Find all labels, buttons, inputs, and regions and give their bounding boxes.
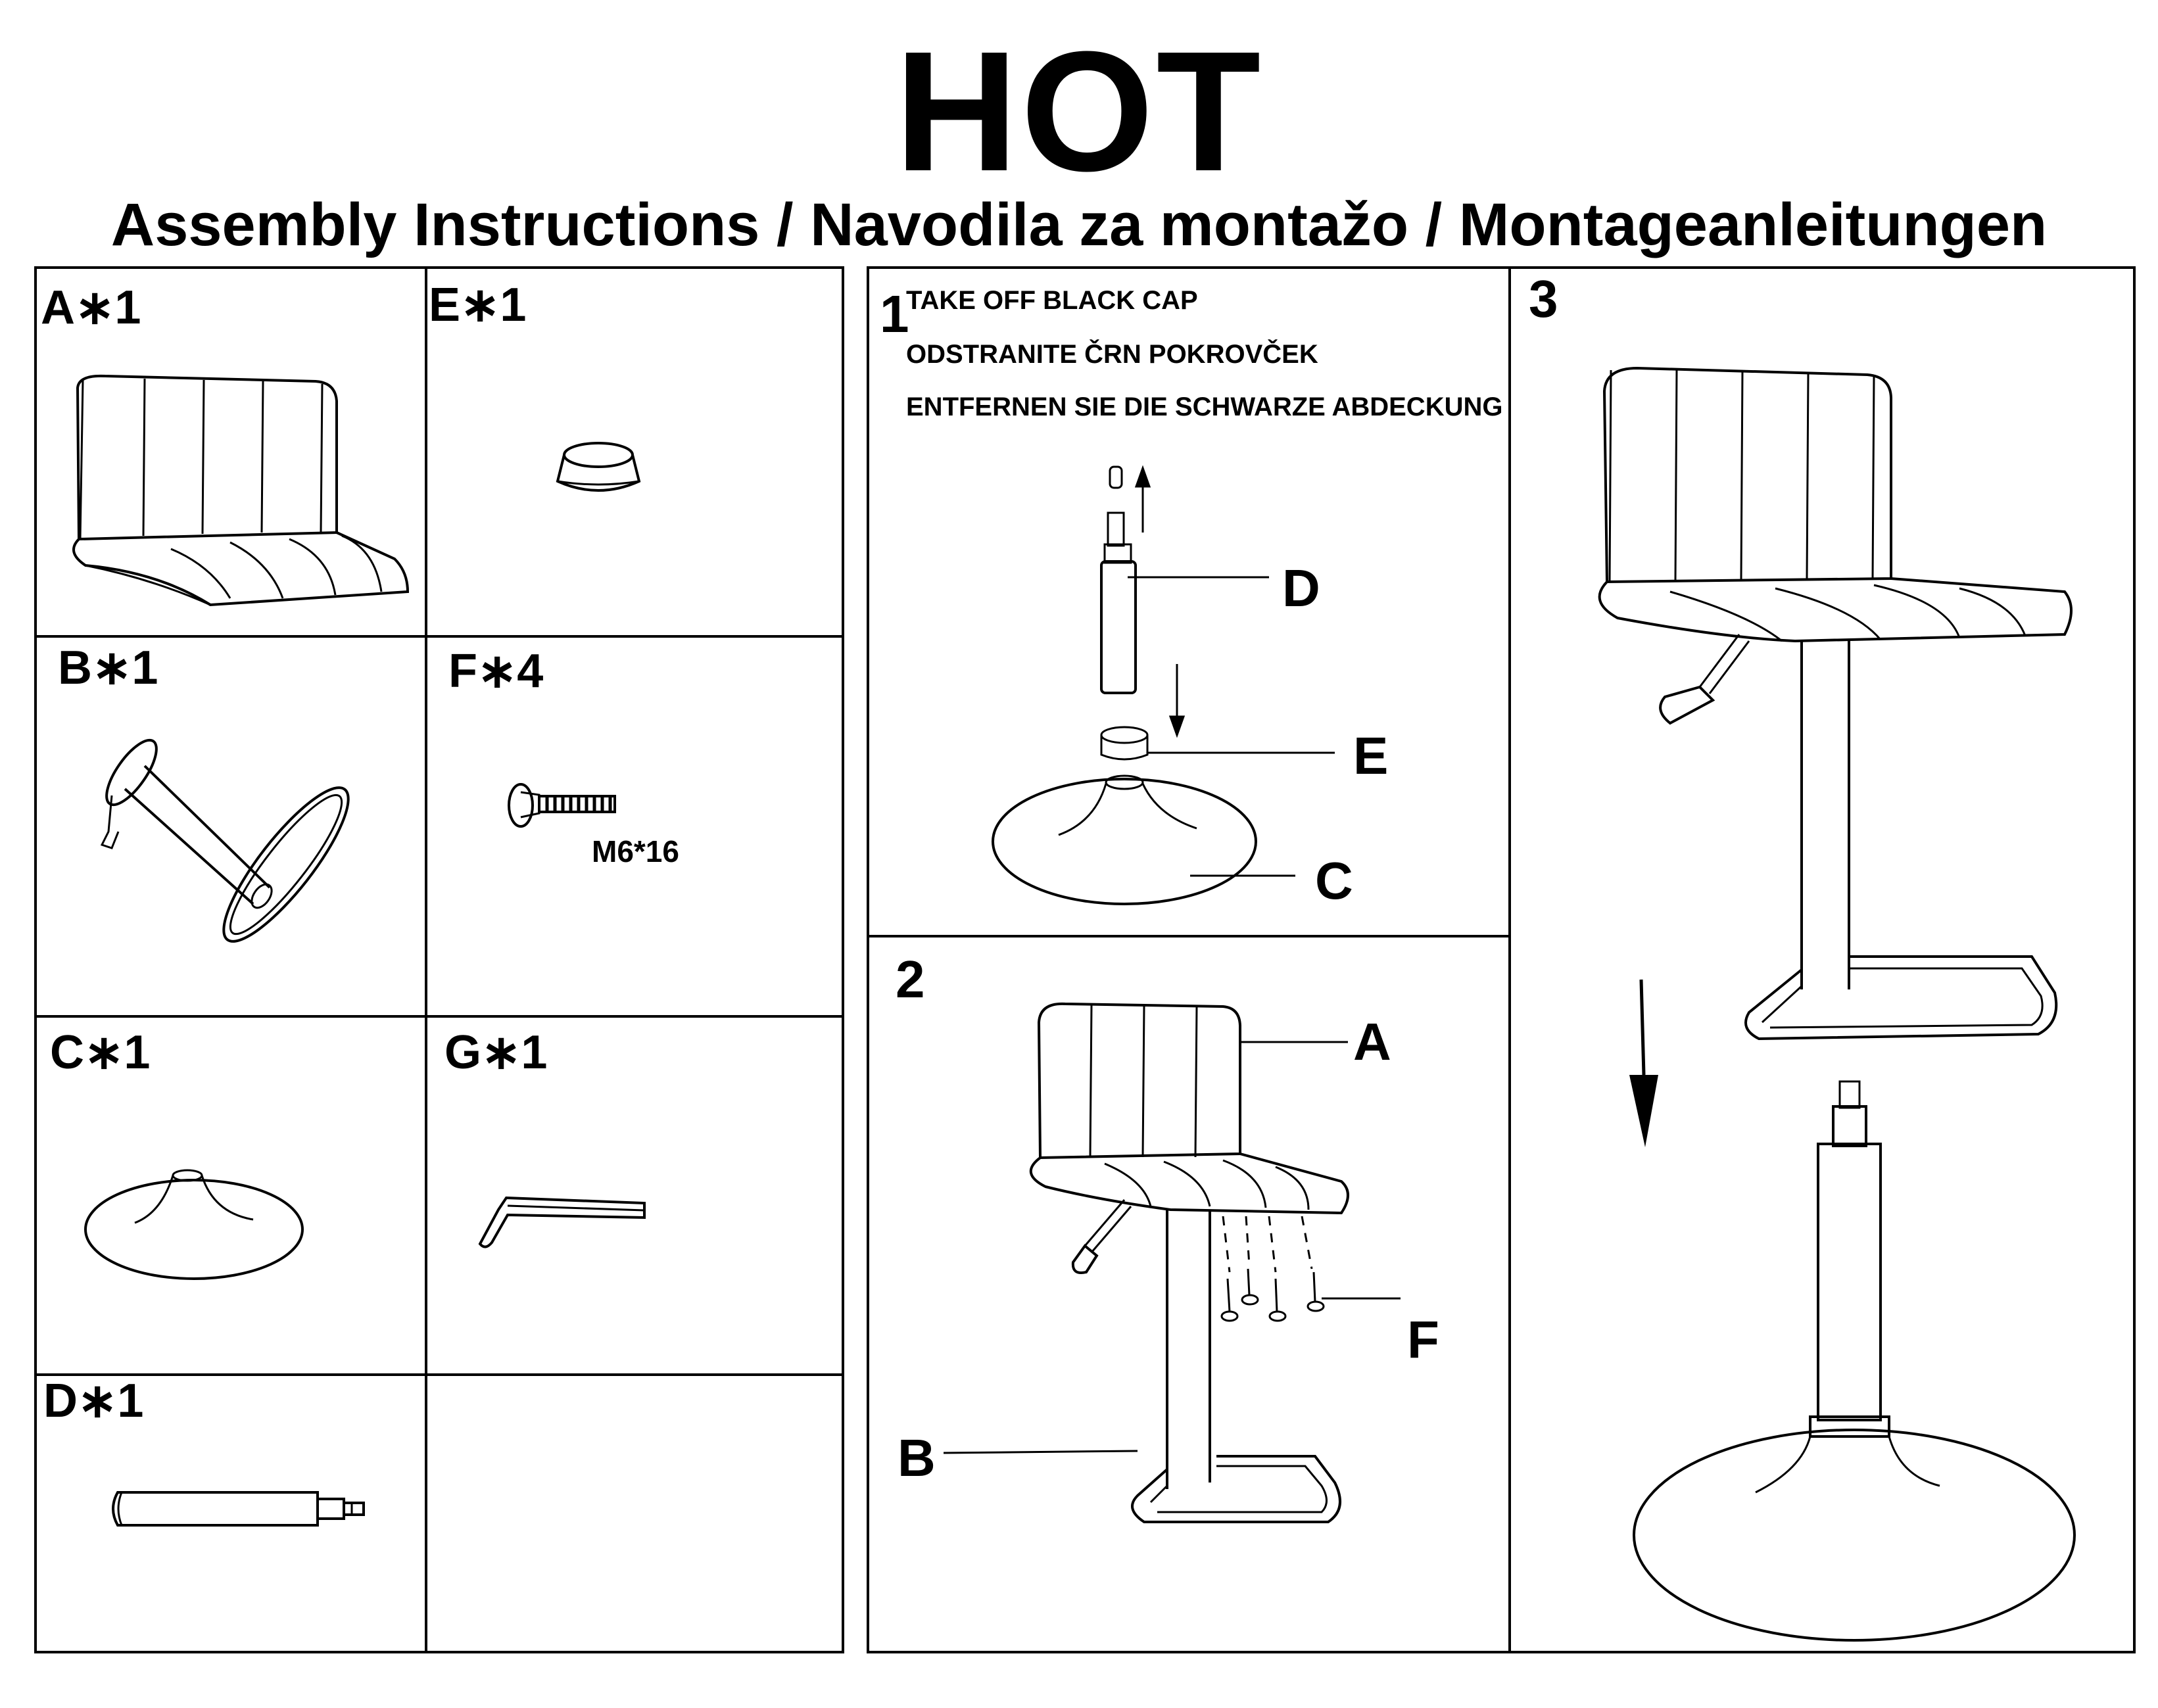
arrow-icon [1170, 664, 1184, 735]
bar-stool-seat-icon [934, 996, 1394, 1542]
step-1-text-de: ENTFERNEN SIE DIE SCHWARZE ABDECKUNG [906, 392, 1503, 421]
step-2-number: 2 [896, 950, 925, 1008]
bar-stool-seat-icon [66, 375, 408, 611]
gas-lift-column-icon [108, 1486, 372, 1538]
arrow-icon [1641, 980, 1644, 1075]
step-1-text-en: TAKE OFF BLACK CAP [906, 286, 1198, 315]
part-a-label: A∗1 [41, 281, 141, 334]
bolt-icon [506, 779, 618, 832]
gas-lift-column-icon [92, 733, 335, 957]
black-cap-icon [552, 440, 644, 500]
step-1-callout-c: C [1315, 851, 1353, 910]
document-subtitle: Assembly Instructions / Navodila za mont… [110, 191, 2048, 258]
steps-panel [867, 266, 2136, 1653]
step-1-illustration [986, 460, 1355, 907]
part-g-label: G∗1 [444, 1026, 548, 1079]
step-3-illustration [1591, 365, 2130, 1647]
part-d-label: D∗1 [43, 1375, 144, 1427]
step-1-number: 1 [880, 285, 909, 343]
part-b-label: B∗1 [58, 642, 158, 694]
step-1-callout-e: E [1353, 726, 1389, 785]
step-2-callout-a: A [1353, 1012, 1391, 1071]
part-c-label: C∗1 [50, 1026, 151, 1079]
step-2-callout-f: F [1407, 1310, 1439, 1369]
document-title: HOT [894, 16, 1264, 207]
step-2-callout-b: B [898, 1429, 936, 1487]
step-3-number: 3 [1529, 270, 1558, 328]
arrow-icon [1136, 468, 1149, 533]
bolt-spec: M6*16 [592, 834, 679, 868]
round-base-icon [82, 1164, 306, 1282]
part-e-label: E∗1 [429, 279, 527, 331]
part-f-label: F∗4 [448, 645, 544, 698]
step-1-text-sl: ODSTRANITE ČRN POKROVČEK [906, 340, 1318, 369]
allen-key-icon [473, 1190, 651, 1256]
parts-list-panel [34, 266, 844, 1653]
step-1-callout-d: D [1282, 559, 1320, 617]
